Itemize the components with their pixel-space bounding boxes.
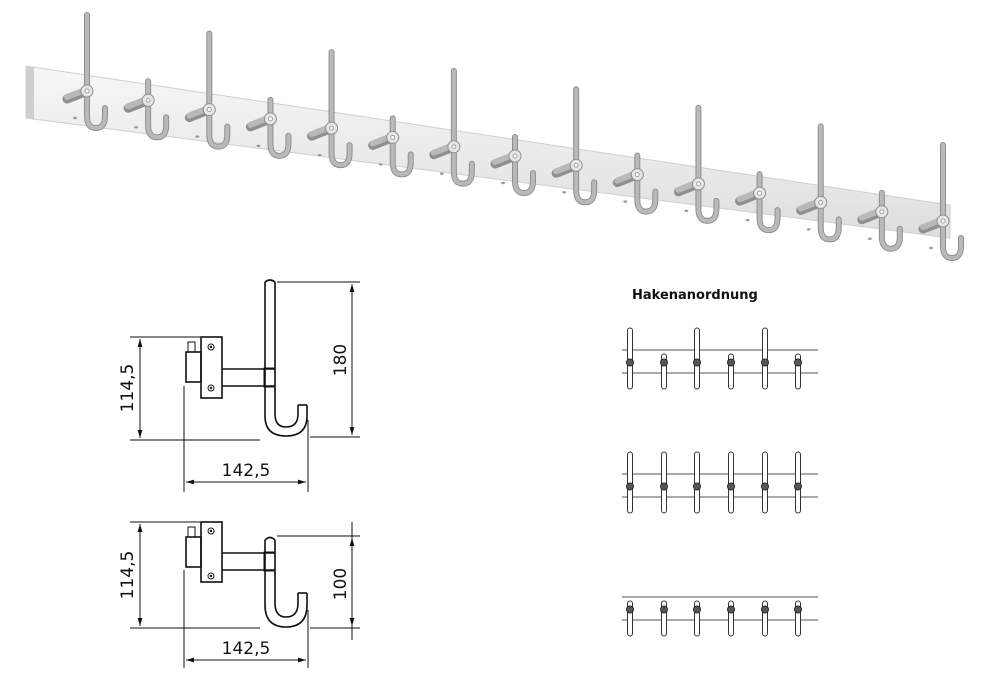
- short-hook-symbol: [794, 600, 803, 637]
- short-hook-symbol: [794, 353, 803, 390]
- screw-icon: [207, 384, 215, 392]
- long-hook-symbol: [626, 327, 635, 390]
- coat-hook: [551, 86, 598, 206]
- coat-rack-render: [25, 12, 964, 262]
- height-dimension-label: 114,5: [118, 551, 138, 600]
- coat-hook: [735, 171, 781, 234]
- long-hook-symbol: [727, 451, 736, 514]
- long-hook-symbol: [761, 451, 770, 514]
- length-dimension-label: 180: [331, 344, 351, 376]
- coat-hook: [368, 115, 414, 178]
- short-hook-symbol: [626, 600, 635, 637]
- depth-dimension-label: 142,5: [222, 639, 271, 659]
- coat-hook: [673, 104, 720, 224]
- arrangement-row: [622, 327, 818, 390]
- short-hook-symbol: [727, 353, 736, 390]
- screw-icon: [207, 527, 215, 535]
- hook-arrangement: Hakenanordnung: [622, 288, 818, 637]
- coat-hook: [429, 67, 475, 187]
- depth-dimension-label: 142,5: [222, 461, 271, 481]
- coat-hook: [307, 49, 353, 169]
- coat-hook: [490, 134, 536, 197]
- long-hook-symbol: [693, 327, 702, 390]
- length-dimension-label: 100: [331, 568, 351, 600]
- coat-hook: [245, 96, 292, 159]
- screw-icon: [207, 343, 215, 351]
- coat-hook: [796, 123, 842, 243]
- height-dimension-label: 114,5: [118, 364, 138, 413]
- short-hook-symbol: [660, 600, 669, 637]
- long-hook-symbol: [626, 451, 635, 514]
- long-hook-symbol: [761, 327, 770, 390]
- short-hook-symbol: [693, 600, 702, 637]
- screw-icon: [207, 572, 215, 580]
- coat-hook: [612, 152, 659, 215]
- drawing-short-hook: 114,5 142,5 100: [118, 521, 360, 668]
- drawing-long-hook: 114,5 142,5 180: [118, 279, 360, 492]
- arrangement-title: Hakenanordnung: [632, 288, 758, 303]
- short-hook-symbol: [660, 353, 669, 390]
- coat-hook: [184, 30, 231, 150]
- arrangement-row: [622, 596, 818, 637]
- coat-hook: [857, 189, 903, 252]
- short-hook-symbol: [727, 600, 736, 637]
- long-hook-symbol: [660, 451, 669, 514]
- short-hook-symbol: [761, 600, 770, 637]
- long-hook-symbol: [794, 451, 803, 514]
- coat-hook: [62, 12, 108, 132]
- arrangement-row: [622, 451, 818, 514]
- long-hook-symbol: [693, 451, 702, 514]
- coat-hook: [918, 142, 964, 262]
- coat-hook: [123, 78, 170, 141]
